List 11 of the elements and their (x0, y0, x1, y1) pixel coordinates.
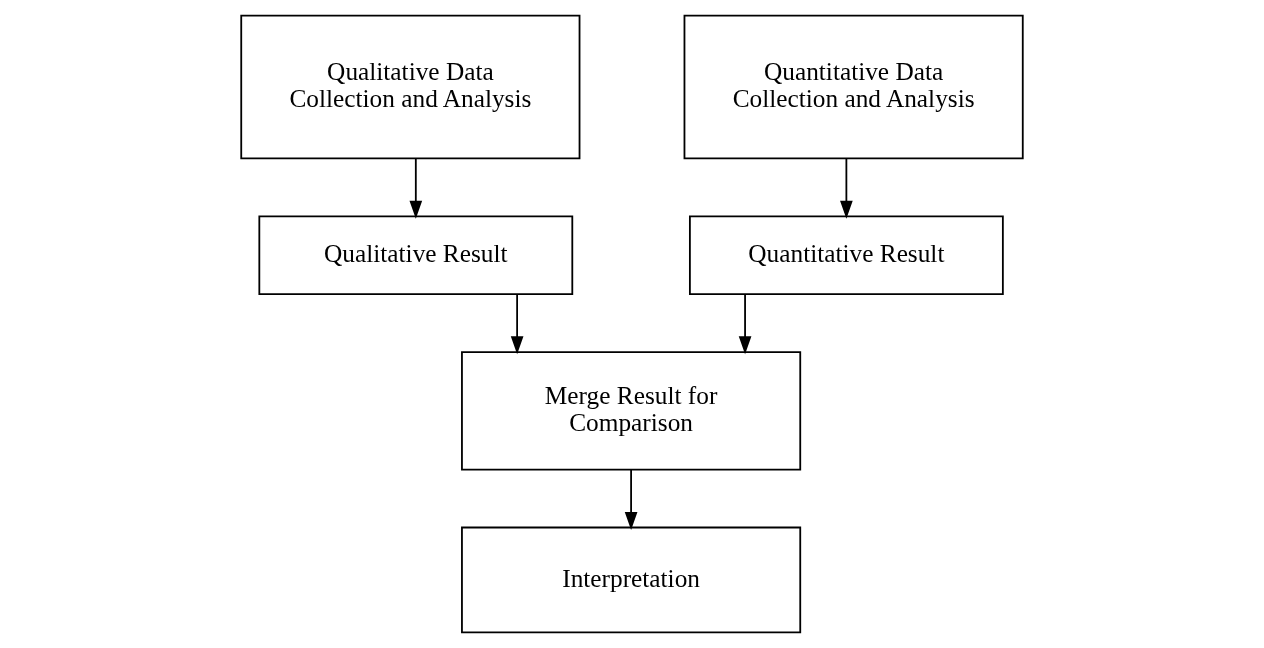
node-box: Interpretation (461, 526, 802, 634)
arrow (738, 293, 752, 355)
arrow (840, 157, 853, 219)
arrow (409, 157, 423, 219)
node-box: Merge Result for Comparison (461, 351, 802, 471)
node-box: Quantitative Result (689, 215, 1004, 296)
node-box: Quantitative Data Collection and Analysis (683, 14, 1024, 160)
node-box: Qualitative Data Collection and Analysis (240, 14, 581, 160)
arrow (510, 293, 524, 355)
node-box: Qualitative Result (258, 215, 574, 296)
arrow (624, 469, 638, 531)
